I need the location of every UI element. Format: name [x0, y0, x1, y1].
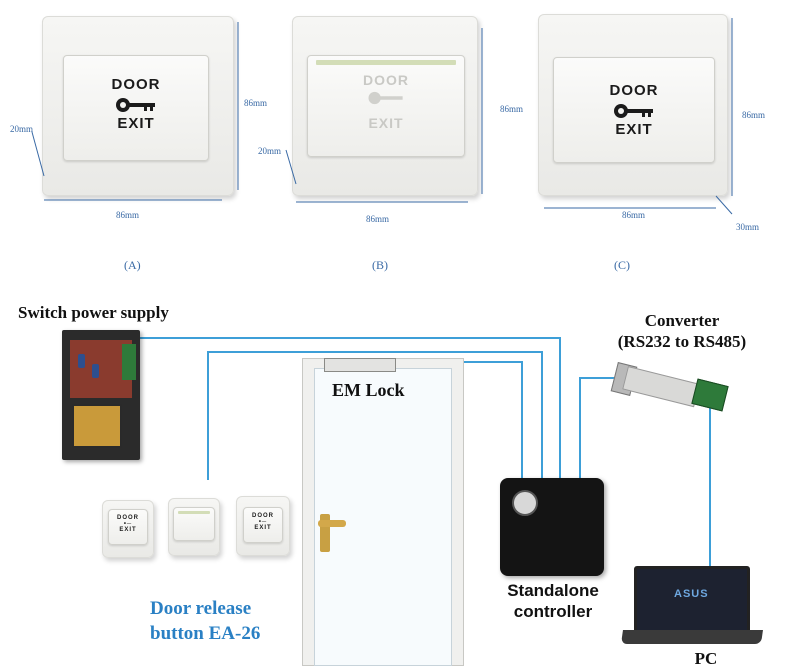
small-button-c-door: DOOR — [252, 513, 274, 519]
door-panel — [314, 368, 452, 666]
key-icon — [116, 98, 155, 112]
pc-label: PC — [694, 649, 718, 668]
switch-plate-a: DOOR EXIT — [42, 16, 234, 196]
em-lock-device — [324, 358, 396, 372]
door-release-label: Door release button EA-26 — [150, 596, 260, 646]
switch-key-c: DOOR EXIT — [553, 57, 715, 163]
switch-a-door-text: DOOR — [111, 76, 161, 93]
switch-b-height: 86mm — [500, 104, 524, 114]
switch-b-caption: (B) — [372, 258, 388, 272]
key-icon — [614, 104, 653, 118]
controller-label: Standalone controller — [478, 580, 628, 622]
psu-terminal-block — [122, 344, 136, 380]
power-supply-label: Switch power supply — [18, 303, 169, 322]
door-release-line2: button EA-26 — [150, 623, 261, 644]
converter-label: Converter (RS232 to RS485) — [582, 310, 782, 352]
small-button-a: DOOR •─ EXIT — [102, 500, 154, 558]
switch-a-width: 86mm — [116, 210, 140, 220]
switch-b-depth: 20mm — [258, 146, 282, 156]
converter-line2: (RS232 to RS485) — [617, 332, 747, 351]
switch-b-exit-text: EXIT — [368, 115, 404, 131]
key-icon — [368, 91, 403, 105]
switch-b-width: 86mm — [366, 214, 390, 224]
laptop-screen — [634, 566, 750, 634]
controller-line1: Standalone — [507, 581, 599, 600]
switch-b-door-text: DOOR — [363, 72, 409, 88]
switch-c-caption: (C) — [614, 258, 630, 272]
switch-c-width: 86mm — [622, 210, 646, 220]
laptop-keyboard-base — [621, 630, 763, 644]
door-handle-lever — [318, 520, 346, 527]
small-button-a-key: •─ — [123, 521, 133, 527]
small-button-a-door: DOOR — [117, 515, 139, 521]
small-button-b — [168, 498, 220, 556]
small-button-a-exit: EXIT — [119, 527, 137, 533]
switch-plate-c: DOOR EXIT — [538, 14, 728, 196]
switch-power-supply — [62, 330, 140, 460]
standalone-controller — [500, 478, 604, 576]
switch-b-card-slot — [316, 60, 456, 65]
em-lock-label: EM Lock — [332, 380, 405, 400]
controller-line2: controller — [513, 602, 593, 621]
small-button-c-key: •─ — [258, 519, 268, 525]
switch-a-exit-text: EXIT — [117, 115, 155, 132]
small-button-c: DOOR •─ EXIT — [236, 496, 290, 556]
laptop-brand: ASUS — [674, 588, 709, 600]
converter-line1: Converter — [644, 311, 720, 330]
switch-c-door-text: DOOR — [609, 82, 659, 99]
switch-a-depth: 20mm — [10, 124, 34, 134]
switch-key-b: DOOR EXIT — [307, 55, 465, 157]
door-release-line1: Door release — [150, 598, 252, 619]
small-button-c-exit: EXIT — [254, 525, 272, 531]
door-handle — [320, 514, 330, 552]
reader-light — [512, 490, 538, 516]
switch-key-a: DOOR EXIT — [63, 55, 209, 161]
switch-a-height: 86mm — [244, 98, 268, 108]
dimension-lines — [31, 18, 733, 215]
switch-c-exit-text: EXIT — [615, 121, 653, 138]
psu-transformer — [72, 404, 122, 448]
switch-a-caption: (A) — [124, 258, 141, 272]
switch-c-height: 86mm — [742, 110, 766, 120]
switch-c-depth: 30mm — [736, 222, 760, 232]
psu-circuit-board — [70, 340, 132, 398]
switch-plate-b: DOOR EXIT — [292, 16, 478, 196]
wire-paths — [140, 337, 711, 566]
